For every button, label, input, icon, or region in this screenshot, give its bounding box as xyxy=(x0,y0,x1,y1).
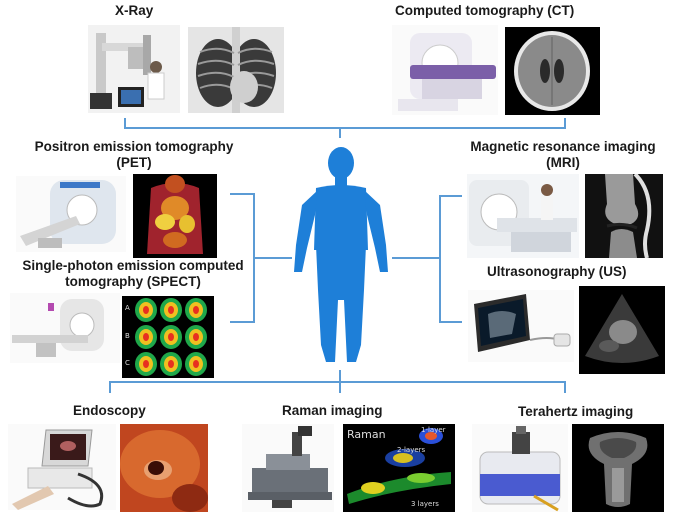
endoscopy-label: Endoscopy xyxy=(73,403,146,418)
spect-label: Single-photon emission computed tomograp… xyxy=(3,258,263,290)
spect-brain-slice xyxy=(185,325,207,349)
mri-label-line2: (MRI) xyxy=(546,155,580,170)
knee-mri-image xyxy=(585,174,663,258)
raman-label: Raman imaging xyxy=(282,403,383,418)
terahertz-label: Terahertz imaging xyxy=(518,404,634,419)
spect-label-line1: Single-photon emission computed xyxy=(22,258,244,273)
xray-machine-photo xyxy=(88,25,180,113)
mri-label-line1: Magnetic resonance imaging xyxy=(470,139,656,154)
spect-label-line2: tomography (SPECT) xyxy=(65,274,201,289)
pet-label: Positron emission tomography (PET) xyxy=(18,139,250,171)
raman-layers-image: Raman 1-layer 2-layers 3 layers xyxy=(343,424,455,512)
top-connector xyxy=(124,118,566,129)
chest-xray-image xyxy=(188,27,284,113)
pet-scanner-photo xyxy=(16,176,126,252)
spect-row-b-label: B xyxy=(125,332,130,340)
spect-brain-slice xyxy=(135,325,157,349)
ultrasound-scan-image xyxy=(579,286,665,374)
terahertz-scan-image xyxy=(572,424,664,512)
spect-row-c-label: C xyxy=(125,359,130,367)
raman-image-title: Raman xyxy=(347,428,386,441)
spect-brain-slice xyxy=(185,298,207,322)
bottom-connector xyxy=(109,381,566,393)
brain-ct-image xyxy=(505,27,600,115)
raman-3-layers-label: 3 layers xyxy=(411,500,439,508)
spect-brain-slice xyxy=(135,298,157,322)
spect-brain-slice xyxy=(160,325,182,349)
ct-label: Computed tomography (CT) xyxy=(395,3,575,18)
spect-brain-slice xyxy=(160,298,182,322)
spect-brain-slice xyxy=(135,352,157,376)
spect-brain-scans-image: A B C xyxy=(122,296,214,378)
ultrasound-device-photo xyxy=(468,290,574,362)
pet-label-line2: (PET) xyxy=(116,155,152,170)
mri-scanner-photo xyxy=(467,174,579,258)
endoscopy-stomach-image xyxy=(120,424,208,512)
pet-label-line1: Positron emission tomography xyxy=(34,139,234,154)
spect-brain-slice xyxy=(160,352,182,376)
xray-label: X-Ray xyxy=(115,3,154,18)
endoscope-device-photo xyxy=(8,424,116,510)
raman-microscope-photo xyxy=(242,424,334,512)
spect-row-a-label: A xyxy=(125,304,130,312)
ct-scanner-photo xyxy=(392,25,498,115)
mri-label: Magnetic resonance imaging (MRI) xyxy=(452,139,674,171)
raman-2-layers-label: 2-layers xyxy=(397,446,426,454)
raman-1-layer-label: 1-layer xyxy=(421,426,446,434)
spect-brain-slice xyxy=(185,352,207,376)
spect-scanner-photo xyxy=(10,293,120,363)
us-label: Ultrasonography (US) xyxy=(487,264,627,279)
terahertz-device-photo xyxy=(472,424,568,512)
pet-body-scan-image xyxy=(133,174,217,258)
